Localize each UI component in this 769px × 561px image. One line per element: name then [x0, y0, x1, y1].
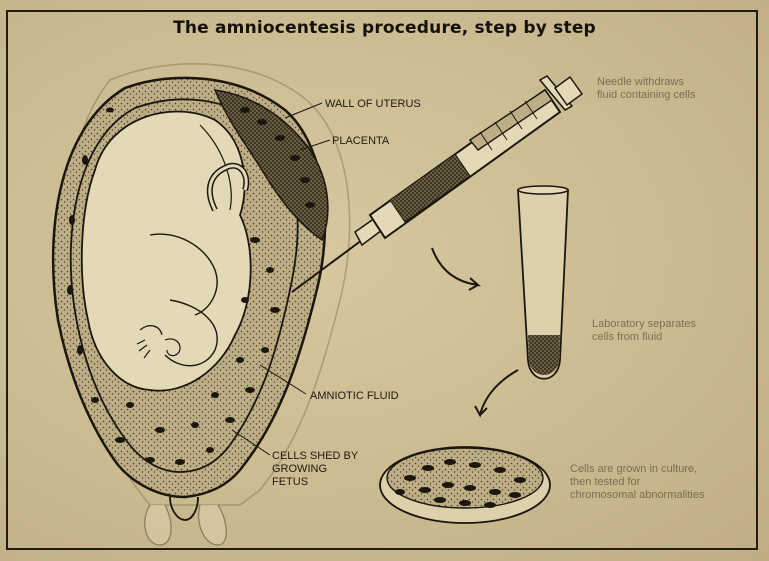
figure-title: The amniocentesis procedure, step by ste…	[0, 18, 769, 38]
label-needle-withdraws: Needle withdraws fluid containing cells	[597, 76, 695, 102]
label-cells-grown: Cells are grown in culture, then tested …	[570, 463, 705, 502]
label-laboratory-separates: Laboratory separates cells from fluid	[592, 318, 696, 344]
label-cells-shed: CELLS SHED BY GROWING FETUS	[272, 450, 358, 489]
label-placenta: PLACENTA	[332, 135, 389, 148]
label-wall-of-uterus: WALL OF UTERUS	[325, 98, 421, 111]
label-amniotic-fluid: AMNIOTIC FLUID	[310, 390, 399, 403]
